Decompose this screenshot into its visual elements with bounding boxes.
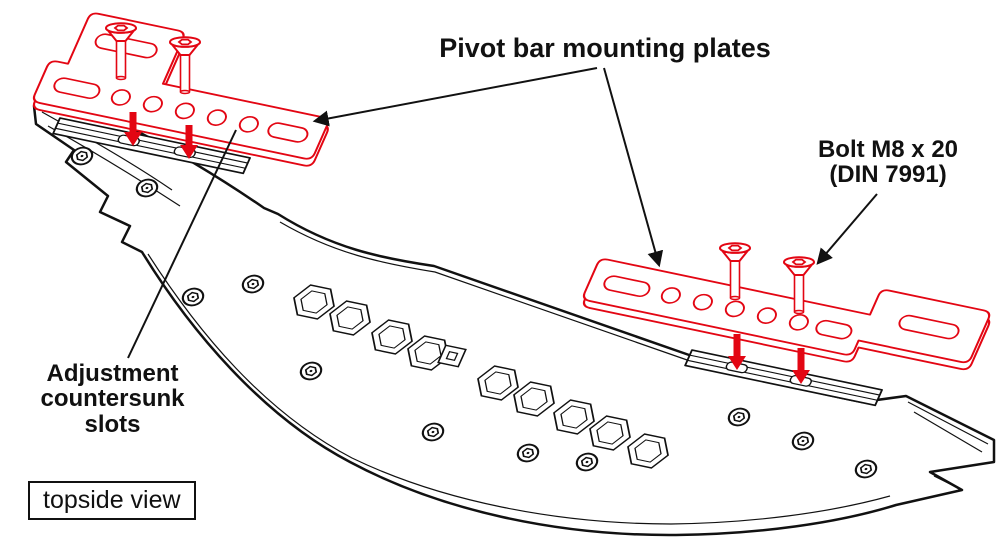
label-pivot-plates: Pivot bar mounting plates bbox=[439, 33, 771, 63]
label-adjustment-line1: Adjustment bbox=[46, 360, 179, 387]
countersunk-bolt bbox=[719, 242, 751, 301]
plate-hole bbox=[174, 102, 195, 120]
plate-hole bbox=[142, 95, 163, 113]
plate-slot bbox=[815, 319, 853, 340]
label-bolt-spec-line1: Bolt M8 x 20 bbox=[817, 136, 959, 163]
label-adjustment-line3: slots bbox=[84, 410, 141, 438]
label-adjustment-slots: Adjustment countersunk slots bbox=[30, 360, 195, 438]
logo-cutout bbox=[437, 344, 467, 368]
view-tag: topside view bbox=[28, 481, 196, 520]
label-adjustment-line2: countersunk bbox=[40, 385, 185, 413]
countersunk-bolt bbox=[105, 22, 137, 81]
insertion-arrow bbox=[180, 125, 198, 159]
plate-hole bbox=[110, 89, 131, 106]
insertion-arrow bbox=[728, 334, 746, 370]
chamfer-line bbox=[279, 221, 691, 362]
plate-hole bbox=[788, 313, 809, 331]
label-bolt-spec-line2: (DIN 7991) bbox=[829, 161, 947, 189]
plate-hole bbox=[756, 307, 777, 324]
plate-hole bbox=[238, 115, 259, 133]
hex-socket bbox=[727, 244, 743, 252]
hex-socket bbox=[791, 258, 807, 266]
hex-socket bbox=[113, 24, 129, 32]
countersunk-bolt bbox=[169, 36, 201, 95]
hex-socket bbox=[177, 38, 193, 46]
right-mounting-plate bbox=[582, 258, 991, 371]
label-bolt-spec: Bolt M8 x 20 (DIN 7991) bbox=[782, 137, 994, 188]
plate-hole bbox=[206, 109, 227, 126]
insertion-arrow bbox=[124, 112, 142, 146]
plate-tab-slot bbox=[898, 314, 960, 340]
leader-adjustment bbox=[127, 129, 237, 359]
plate-hole bbox=[692, 293, 713, 311]
leader-pivot-left bbox=[312, 67, 598, 127]
plate-hole bbox=[724, 300, 745, 318]
plate-slot bbox=[267, 122, 309, 143]
leader-bolt bbox=[816, 193, 878, 265]
plate-slot bbox=[53, 77, 101, 100]
bracket-body bbox=[32, 94, 996, 537]
laminate-lines-bottom bbox=[147, 253, 891, 525]
left-mounting-plate bbox=[32, 12, 329, 167]
laminate-lines-right bbox=[907, 401, 989, 489]
countersunk-bolt bbox=[783, 256, 815, 315]
leader-pivot-right bbox=[603, 67, 664, 268]
plate-hole bbox=[660, 287, 681, 304]
plate-slot bbox=[603, 275, 651, 298]
insertion-arrow bbox=[792, 348, 810, 384]
